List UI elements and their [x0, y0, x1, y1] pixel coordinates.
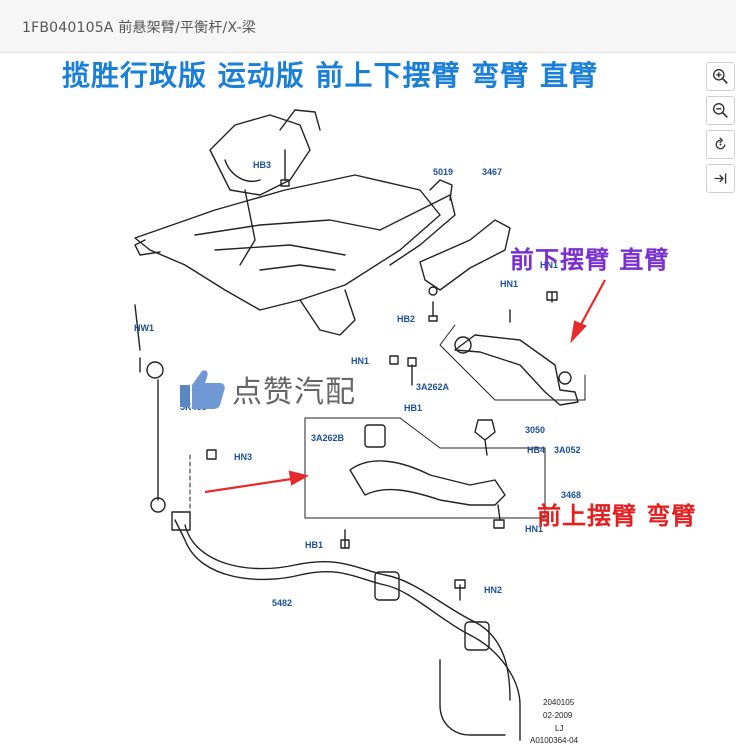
part-label-hn1-b: HN1: [351, 356, 369, 366]
part-label-3468: 3468: [561, 490, 581, 500]
part-label-3a052: 3A052: [554, 445, 581, 455]
part-label-3467: 3467: [482, 167, 502, 177]
part-label-hb3: HB3: [253, 160, 271, 170]
part-label-hn1-c: HN1: [525, 524, 543, 534]
page-title: 1FB040105A 前悬架臂/平衡杆/X-梁: [22, 20, 257, 36]
rotate-icon: [715, 137, 726, 150]
zoom-out-button[interactable]: [706, 96, 735, 125]
part-label-hn3: HN3: [234, 452, 252, 462]
lower-arm-callout: 前下摆臂 直臂: [510, 246, 670, 274]
promo-banner: 揽胜行政版 运动版 前上下摆臂 弯臂 直臂: [62, 59, 598, 92]
part-label-hb4: HB4: [527, 445, 545, 455]
arrow-right-bar-icon: [714, 173, 727, 184]
footer-code-1: 2040105: [543, 698, 575, 707]
watermark-text: 点赞汽配: [232, 375, 356, 410]
part-label-3a262a: 3A262A: [416, 382, 450, 392]
part-label-hb1-a: HB1: [404, 403, 422, 413]
part-label-3050: 3050: [525, 425, 545, 435]
part-label-3a262b: 3A262B: [311, 433, 345, 443]
part-label-hw1: HW1: [134, 323, 154, 333]
upper-arm-callout: 前上摆臂 弯臂: [537, 502, 697, 530]
part-label-hn2: HN2: [484, 585, 502, 595]
reset-button[interactable]: [706, 130, 735, 159]
part-label-5482: 5482: [272, 598, 292, 608]
part-label-hb1-b: HB1: [305, 540, 323, 550]
footer-code-4: A0100364-04: [530, 736, 579, 745]
zoom-in-icon: [713, 69, 728, 84]
red-arrows: [204, 279, 606, 494]
watermark: 点赞汽配: [178, 367, 356, 411]
title-bar: 1FB040105A 前悬架臂/平衡杆/X-梁: [0, 0, 736, 53]
footer-code-3: LJ: [555, 724, 563, 733]
next-button[interactable]: [706, 164, 735, 193]
subframe-drawing: [134, 109, 586, 741]
diagram-svg: HB3 5019 3467 HN1 HN1 HB2 HW1 HN1 3A262A…: [134, 109, 606, 745]
thumbs-up-icon: [180, 370, 225, 409]
zoom-out-icon: [713, 103, 728, 118]
zoom-in-button[interactable]: [706, 62, 735, 91]
part-label-5019: 5019: [433, 167, 453, 177]
part-label-hn-top: HN1: [540, 260, 558, 270]
part-label-hn1-a: HN1: [500, 279, 518, 289]
exploded-diagram: HB3 5019 3467 HN1 HN1 HB2 HW1 HN1 3A262A…: [0, 52, 736, 745]
part-label-hb2: HB2: [397, 314, 415, 324]
footer-code-2: 02-2009: [543, 711, 573, 720]
